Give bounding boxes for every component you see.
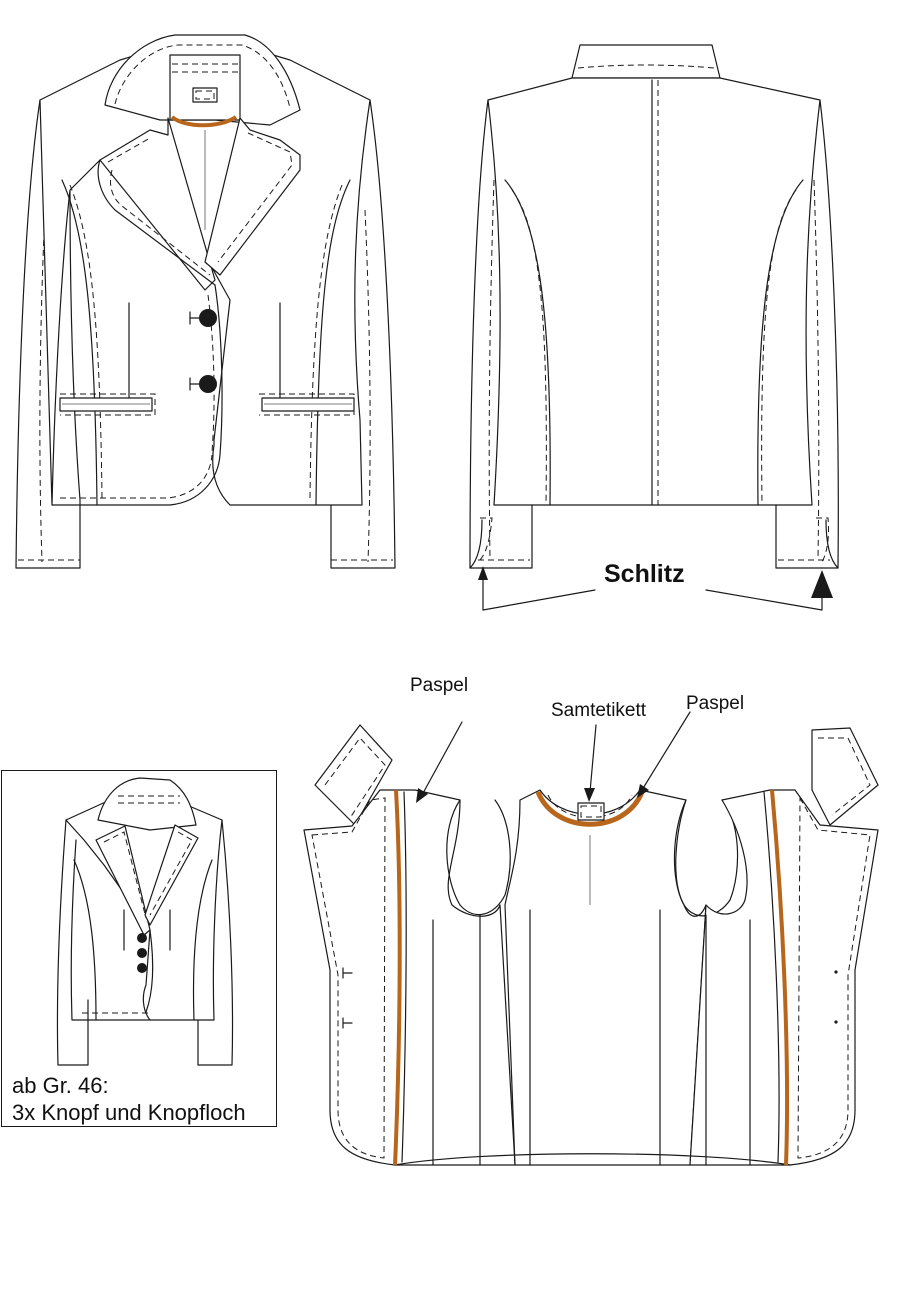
button-top — [199, 309, 217, 327]
inset-frame — [1, 770, 277, 1127]
label-paspel-right: Paspel — [686, 693, 745, 714]
label-schlitz: Schlitz — [604, 560, 685, 588]
size-note-line2: 3x Knopf und Knopfloch — [12, 1100, 246, 1125]
inset-jacket — [56, 777, 234, 1066]
size-note-line1: ab Gr. 46: — [12, 1073, 109, 1098]
back-view-jacket — [469, 44, 839, 611]
size-note: ab Gr. 46: 3x Knopf und Knopfloch — [12, 1072, 246, 1126]
lining-pattern — [303, 711, 879, 1166]
label-paspel-left: Paspel — [410, 675, 469, 696]
front-view-jacket — [15, 34, 396, 569]
button-bottom — [199, 375, 217, 393]
label-samtetikett: Samtetikett — [551, 700, 647, 721]
